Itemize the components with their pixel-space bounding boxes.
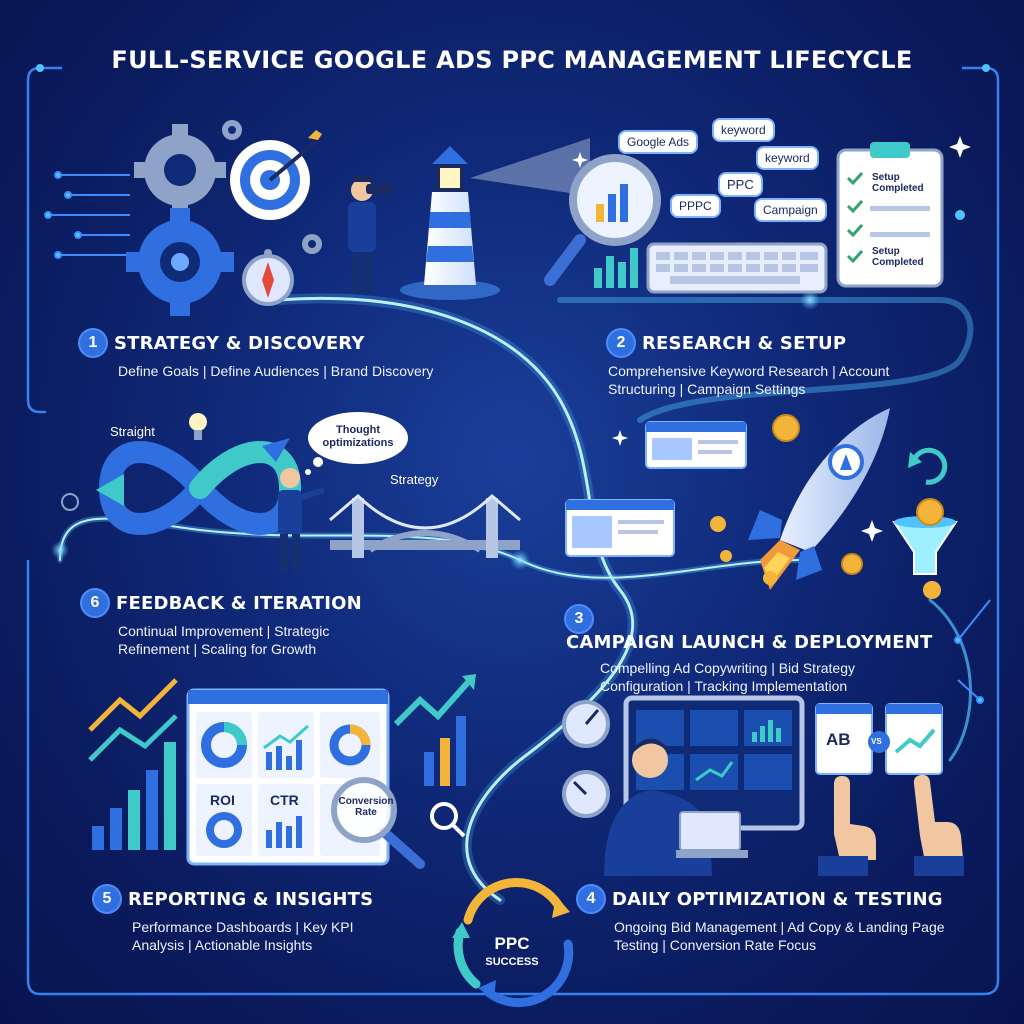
step-4: 4 DAILY OPTIMIZATION & TESTING Ongoing Bi… [578, 886, 978, 954]
compass-icon [242, 249, 294, 306]
magnifier-icon [331, 777, 466, 869]
ab-test-cards [815, 703, 943, 775]
clipboard-icon [836, 142, 944, 288]
frame-line [26, 66, 1000, 996]
bar-chart-icon [393, 674, 476, 786]
step-description: Compelling Ad Copywriting | Bid Strategy… [600, 660, 855, 694]
bar-chart-icon [88, 678, 178, 850]
step-title: STRATEGY & DISCOVERY [114, 332, 365, 354]
vs-label: VS [871, 737, 882, 746]
label-campaign: Campaign [754, 198, 827, 222]
gauge-icon [562, 700, 610, 818]
label-straight: Straight [110, 424, 155, 439]
step-number: 5 [94, 886, 120, 912]
circuit-lines [44, 171, 130, 259]
keyboard-icon [646, 242, 828, 294]
circuit-lines [954, 599, 991, 704]
cycle-arrows-icon [452, 878, 574, 1008]
label-keyword: keyword [756, 146, 819, 170]
step-description: Comprehensive Keyword Research | Account… [608, 363, 890, 397]
thought-bubble-text: Thought optimizations [322, 424, 394, 449]
ad-window-card [645, 421, 747, 469]
step-1: 1 STRATEGY & DISCOVERY Define Goals | Def… [80, 330, 520, 380]
step-5: 5 REPORTING & INSIGHTS Performance Dashbo… [94, 886, 414, 954]
step-number: 3 [566, 606, 592, 632]
frame-dot [36, 64, 44, 72]
target-icon [61, 493, 79, 511]
cycle-arrows-icon [908, 447, 948, 485]
step-description: Continual Improvement | Strategic Refine… [118, 623, 330, 657]
donut-chart-icon [201, 722, 371, 848]
step-number: 4 [578, 886, 604, 912]
metric-roi: ROI [210, 792, 235, 808]
bar-chart-icon [263, 724, 309, 848]
glow-node [955, 210, 965, 220]
businessman-figure [278, 468, 325, 572]
step-description: Ongoing Bid Management | Ad Copy & Landi… [614, 919, 945, 953]
gear-icon [222, 120, 322, 254]
metric-ctr: CTR [270, 792, 299, 808]
lightbulb-icon [189, 413, 207, 440]
label-google-ads: Google Ads [618, 130, 699, 154]
page-title: FULL-SERVICE GOOGLE ADS PPC MANAGEMENT L… [111, 46, 913, 74]
label-pppc: PPPC [670, 194, 721, 218]
badge-success: SUCCESS [485, 956, 539, 968]
rocket-icon [748, 408, 890, 590]
target-icon [230, 130, 322, 220]
step-title: CAMPAIGN LAUNCH & DEPLOYMENT [566, 632, 933, 653]
gear-icon [126, 208, 234, 316]
glow-node [800, 290, 820, 310]
step-6: 6 FEEDBACK & ITERATION Continual Improvem… [82, 590, 402, 658]
step-number: 1 [80, 330, 106, 356]
label-ppc: PPC [718, 172, 763, 197]
thought-bubble [305, 412, 408, 475]
analyst-figure [604, 738, 748, 876]
label-strategy: Strategy [390, 472, 439, 487]
hand-pointer [818, 774, 964, 876]
checklist-item: Setup Completed [872, 172, 924, 194]
lighthouse-icon [400, 138, 590, 300]
step-description: Performance Dashboards | Key KPI Analysi… [132, 919, 354, 953]
bridge-icon [329, 493, 521, 558]
ab-label: AB [826, 730, 851, 749]
gear-icon [134, 124, 226, 216]
coin-icon [710, 414, 944, 599]
infinity-loop-icon [96, 438, 302, 535]
glow-node [51, 541, 69, 559]
badge-ppc: PPC [494, 934, 530, 953]
glow-node [510, 550, 530, 570]
magnifier-icon [544, 154, 661, 286]
step-title: DAILY OPTIMIZATION & TESTING [612, 888, 943, 910]
step-description: Define Goals | Define Audiences | Brand … [118, 363, 434, 379]
step-title: FEEDBACK & ITERATION [116, 592, 362, 614]
step-number: 2 [608, 330, 634, 356]
step-title: REPORTING & INSIGHTS [128, 888, 374, 910]
sparkles [572, 136, 971, 542]
businessman-figure [348, 176, 392, 292]
metric-conversion-rate: Conversion Rate [338, 796, 394, 818]
step-3: 3CAMPAIGN LAUNCH & DEPLOYMENT Compelling… [566, 606, 966, 695]
step-title: RESEARCH & SETUP [642, 332, 847, 354]
step-number: 6 [82, 590, 108, 616]
frame-dot [982, 64, 990, 72]
label-keyword: keyword [712, 118, 775, 142]
checklist-item: Setup Completed [872, 246, 924, 268]
bar-chart-icon [594, 248, 638, 288]
step-2: 2 RESEARCH & SETUP Comprehensive Keyword … [608, 330, 928, 398]
ad-window-card [565, 499, 675, 557]
